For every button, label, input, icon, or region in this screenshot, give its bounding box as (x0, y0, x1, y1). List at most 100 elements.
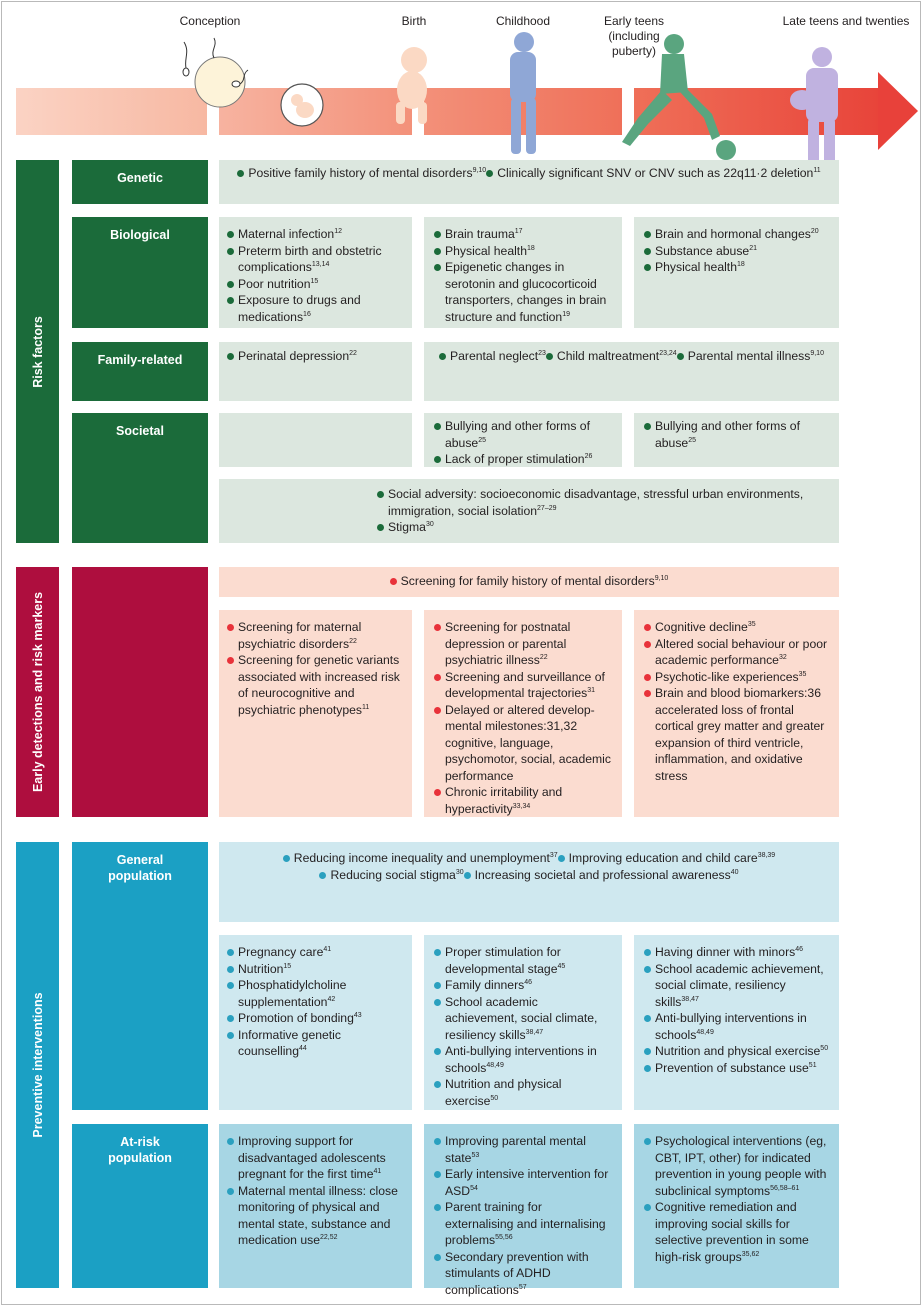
bullet-item: Maternal mental illness: close monitorin… (227, 1183, 404, 1249)
bullet-item: Physical health18 (434, 243, 612, 260)
bullet-item: Brain and hormonal changes20 (644, 226, 829, 243)
category-biological: Biological (72, 217, 208, 328)
bullet-item: Child maltreatment23,24 (545, 348, 677, 365)
bullet-item: Exposure to drugs and medications16 (227, 292, 404, 325)
bullet-item: Nutrition15 (227, 961, 404, 978)
bullet-item: Lack of proper stimulation26 (434, 451, 612, 468)
bullet-item: Parental mental illness9,10 (676, 348, 824, 365)
category-family-related: Family-related (72, 342, 208, 401)
category-early-detection (72, 567, 208, 817)
bullet-item: School academic achievement, social clim… (644, 961, 829, 1011)
bullet-item: Stigma30 (377, 519, 831, 536)
early-prenatal-box: Screening for maternal psychiatric disor… (219, 610, 412, 817)
early-childhood-box: Screening for postnatal depression or pa… (424, 610, 622, 817)
bullet-item: Early intensive intervention for ASD54 (434, 1166, 612, 1199)
societal-all-box: Social adversity: socioeconomic disadvan… (219, 479, 839, 543)
bullet-item: Perinatal depression22 (227, 348, 404, 365)
bullet-item: Phosphatidylcholine supplementation42 (227, 977, 404, 1010)
general-childhood-box: Proper stimulation for developmental sta… (424, 935, 622, 1110)
bullet-item: Promotion of bonding43 (227, 1010, 404, 1027)
bullet-item: Improving support for disadvantaged adol… (227, 1133, 404, 1183)
bullet-item: Parental neglect23 (439, 348, 546, 365)
bullet-item: Bullying and other forms of abuse25 (644, 418, 829, 451)
bullet-item: Cognitive remediation and improving soci… (644, 1199, 829, 1265)
family-prenatal-box: Perinatal depression22 (219, 342, 412, 401)
adult-figure-icon (790, 47, 838, 176)
preventive-interventions-sidebar: Preventive interventions (16, 842, 59, 1288)
stage-late-teens: Late teens and twenties (782, 14, 910, 28)
societal-prenatal-empty-box (219, 413, 412, 467)
bullet-item: Chronic irritability and hyperactivity33… (434, 784, 612, 817)
early-detection-sidebar: Early detections and risk markers (16, 567, 59, 817)
stage-conception: Conception (179, 14, 241, 28)
bullet-item: Screening and surveillance of developmen… (434, 669, 612, 702)
bullet-item: Proper stimulation for developmental sta… (434, 944, 612, 977)
bullet-list: Positive family history of mental disord… (227, 165, 831, 182)
bullet-list: Perinatal depression22 (227, 348, 404, 365)
category-at-risk-population: At-risk population (72, 1124, 208, 1288)
bullet-item: Screening for maternal psychiatric disor… (227, 619, 404, 652)
bullet-item: Physical health18 (644, 259, 829, 276)
societal-teens-box: Bullying and other forms of abuse25 (634, 413, 839, 467)
bullet-item: Secondary prevention with stimulants of … (434, 1249, 612, 1299)
at-risk-teens-box: Psychological interventions (eg, CBT, IP… (634, 1124, 839, 1288)
early-all-box: Screening for family history of mental d… (219, 567, 839, 597)
fetus-icon (280, 83, 324, 127)
timeline-arrowhead (878, 72, 918, 150)
bullet-item: Bullying and other forms of abuse25 (434, 418, 612, 451)
bullet-item: Reducing social stigma30 (319, 867, 464, 884)
bullet-item: Substance abuse21 (644, 243, 829, 260)
bullet-list: Improving support for disadvantaged adol… (227, 1133, 404, 1249)
bullet-item: Improving education and child care38,39 (557, 850, 775, 867)
bullet-item: Nutrition and physical exercise50 (434, 1076, 612, 1109)
bullet-item: Brain and blood biomarkers:36 accelerate… (644, 685, 829, 784)
bullet-item: Maternal infection12 (227, 226, 404, 243)
baby-figure-icon (396, 47, 427, 124)
sperm-egg-icon (182, 37, 249, 108)
bullet-item: Increasing societal and professional awa… (463, 867, 739, 884)
teen-football-icon (622, 34, 736, 160)
bullet-list: Screening for postnatal depression or pa… (434, 619, 612, 817)
bullet-item: Poor nutrition15 (227, 276, 404, 293)
bullet-item: Brain trauma17 (434, 226, 612, 243)
bullet-list: Proper stimulation for developmental sta… (434, 944, 612, 1109)
bullet-item: Reducing income inequality and unemploym… (282, 850, 558, 867)
bullet-item: Positive family history of mental disord… (237, 165, 486, 182)
bullet-list: Bullying and other forms of abuse25 (644, 418, 829, 451)
bullet-item: Delayed or altered develop-mental milest… (434, 702, 612, 785)
bullet-item: Prevention of substance use51 (644, 1060, 829, 1077)
bullet-item: Preterm birth and obstetric complication… (227, 243, 404, 276)
bullet-item: Anti-bullying interventions in schools48… (644, 1010, 829, 1043)
bullet-item: Cognitive decline35 (644, 619, 829, 636)
timeline-arrow-segment-prenatal (16, 88, 207, 135)
bullet-item: School academic achievement, social clim… (434, 994, 612, 1044)
bullet-item: Improving parental mental state53 (434, 1133, 612, 1166)
bullet-item: Pregnancy care41 (227, 944, 404, 961)
bullet-item: Family dinners46 (434, 977, 612, 994)
bullet-item: Anti-bullying interventions in schools48… (434, 1043, 612, 1076)
bullet-item: Screening for family history of mental d… (389, 573, 668, 590)
bullet-item: Informative genetic counselling44 (227, 1027, 404, 1060)
bullet-item: Altered social behaviour or poor academi… (644, 636, 829, 669)
stage-childhood: Childhood (495, 14, 551, 28)
child-figure-icon (510, 32, 536, 154)
category-general-population: General population (72, 842, 208, 1110)
